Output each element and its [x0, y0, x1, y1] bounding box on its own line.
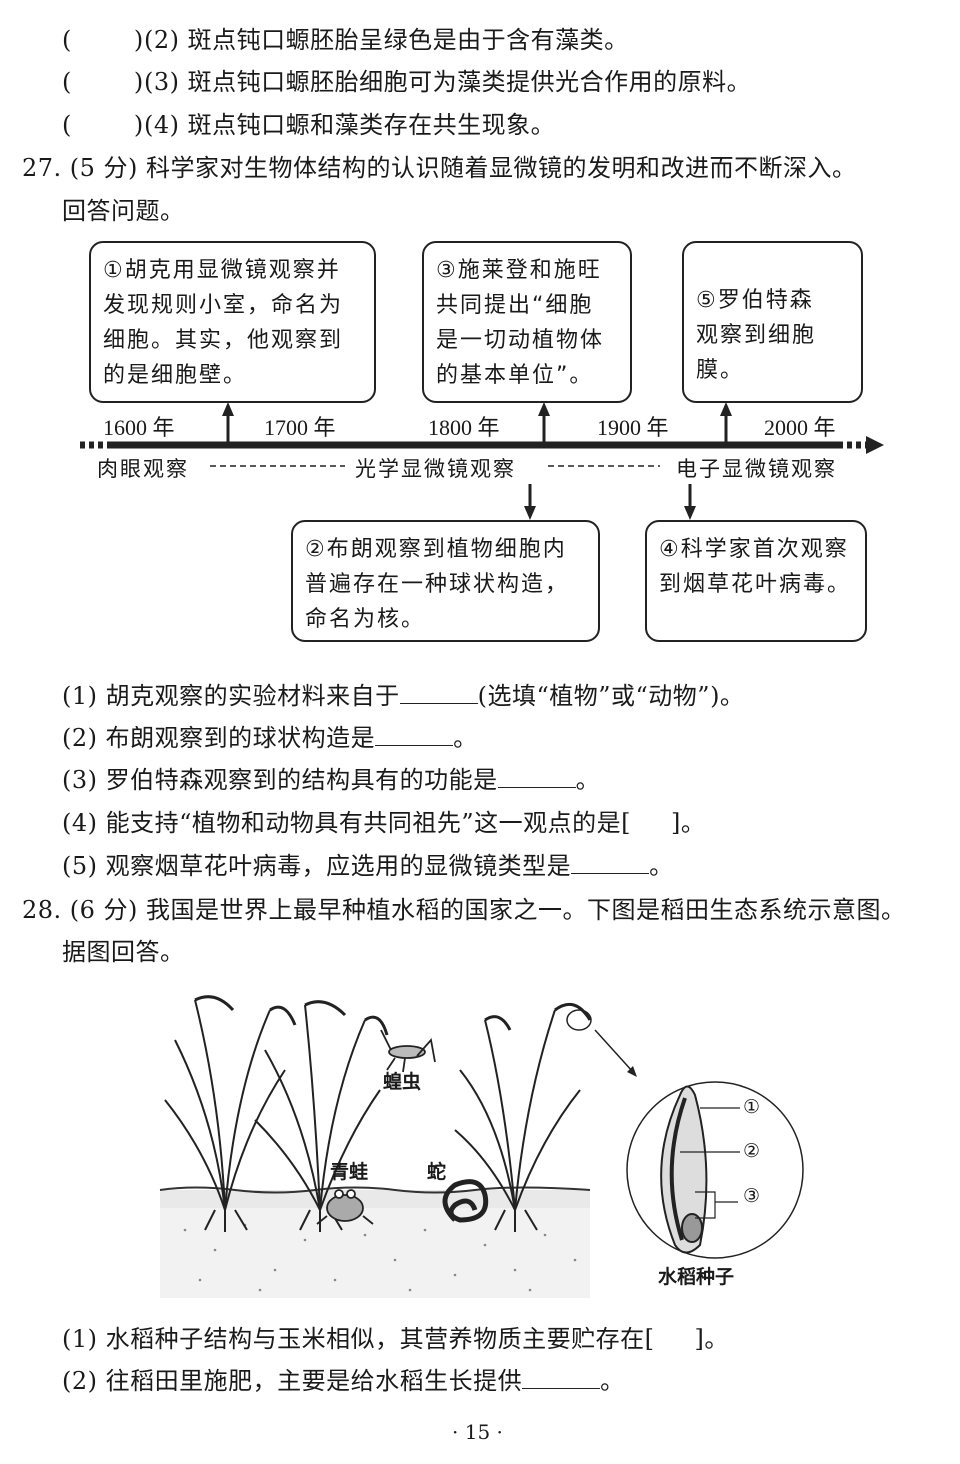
q27-sub-2: (2) 布朗观察到的球状构造是。 [62, 723, 478, 752]
year-1900: 1900 年 [597, 415, 669, 440]
timeline-box-4: ④科学家首次观察 到烟草花叶病毒。 [645, 520, 867, 642]
q28-stem: 28. (6 分) 我国是世界上最早种植水稻的国家之一。下图是稻田生态系统示意图… [22, 896, 906, 924]
q26-item-4: ()(4) 斑点钝口螈和藻类存在共生现象。 [62, 111, 556, 139]
q27-sub-4: (4) 能支持“植物和动物具有共同祖先”这一观点的是[]。 [62, 809, 706, 837]
year-1700: 1700 年 [264, 415, 336, 440]
snake-icon [442, 1179, 489, 1223]
q28-sub-1: (1) 水稻种子结构与玉米相似，其营养物质主要贮存在[]。 [62, 1325, 729, 1353]
seed-part-marker-1: ① [743, 1096, 761, 1118]
q27-sub-1: (1) 胡克观察的实验材料来自于(选填“植物”或“动物”)。 [62, 681, 745, 710]
year-1800: 1800 年 [428, 415, 500, 440]
era-electron-microscope: 电子显微镜观察 [676, 457, 837, 481]
answer-blank[interactable] [571, 851, 650, 874]
rice-plant-icon [164, 995, 297, 1232]
rice-plant-icon [254, 1000, 389, 1232]
answer-blank[interactable] [399, 681, 478, 704]
frog-icon [316, 1189, 374, 1225]
rice-plant-icon [454, 1002, 592, 1232]
answer-paren[interactable]: () [62, 26, 144, 54]
timeline-axis [80, 402, 884, 520]
q27-sub-3: (3) 罗伯特森观察到的结构具有的功能是。 [62, 765, 601, 794]
q28-stem-cont: 据图回答。 [62, 938, 185, 966]
locust-icon [380, 1029, 436, 1073]
timeline-box-1: ①胡克用显微镜观察并 发现规则小室，命名为 细胞。其实，他观察到 的是细胞壁。 [89, 241, 376, 403]
rice-seed-icon [660, 1085, 708, 1254]
q26-item-3: ()(3) 斑点钝口螈胚胎细胞可为藻类提供光合作用的原料。 [62, 68, 752, 96]
q26-item-2: ()(2) 斑点钝口螈胚胎呈绿色是由于含有藻类。 [62, 26, 629, 54]
label-frog: 青蛙 [330, 1161, 369, 1183]
q27-stem-cont: 回答问题。 [62, 197, 185, 225]
year-1600: 1600 年 [103, 415, 175, 440]
timeline-box-2: ②布朗观察到植物细胞内 普遍存在一种球状构造， 命名为核。 [291, 520, 600, 642]
timeline-box-3: ③施莱登和施旺 共同提出“细胞 是一切动植物体 的基本单位”。 [422, 241, 632, 403]
rice-paddy-illustration [159, 995, 804, 1298]
seed-part-marker-2: ② [743, 1140, 761, 1162]
q28-sub-2: (2) 往稻田里施肥，主要是给水稻生长提供。 [62, 1366, 625, 1395]
q27-stem: 27. (5 分) 科学家对生物体结构的认识随着显微镜的发明和改进而不断深入。 [22, 154, 857, 182]
answer-blank[interactable] [375, 723, 454, 746]
answer-paren[interactable]: () [62, 111, 144, 139]
answer-paren[interactable]: () [62, 68, 144, 96]
year-2000: 2000 年 [764, 415, 836, 440]
panicle-highlight [566, 1009, 592, 1031]
answer-blank[interactable] [522, 1366, 601, 1389]
arrowhead-icon [866, 436, 884, 454]
era-naked-eye: 肉眼观察 [97, 457, 189, 481]
page-number: · 15 · [452, 1420, 503, 1444]
seed-part-marker-3: ③ [743, 1185, 761, 1207]
label-rice-seed: 水稻种子 [658, 1266, 735, 1288]
q27-sub-5: (5) 观察烟草花叶病毒，应选用的显微镜类型是。 [62, 851, 674, 880]
era-optical-microscope: 光学显微镜观察 [355, 457, 516, 481]
label-locust: 蝗虫 [383, 1071, 422, 1093]
timeline-box-5: ⑤罗伯特森 观察到细胞膜。 [682, 241, 863, 403]
answer-blank[interactable] [497, 765, 576, 788]
label-snake: 蛇 [427, 1161, 447, 1183]
